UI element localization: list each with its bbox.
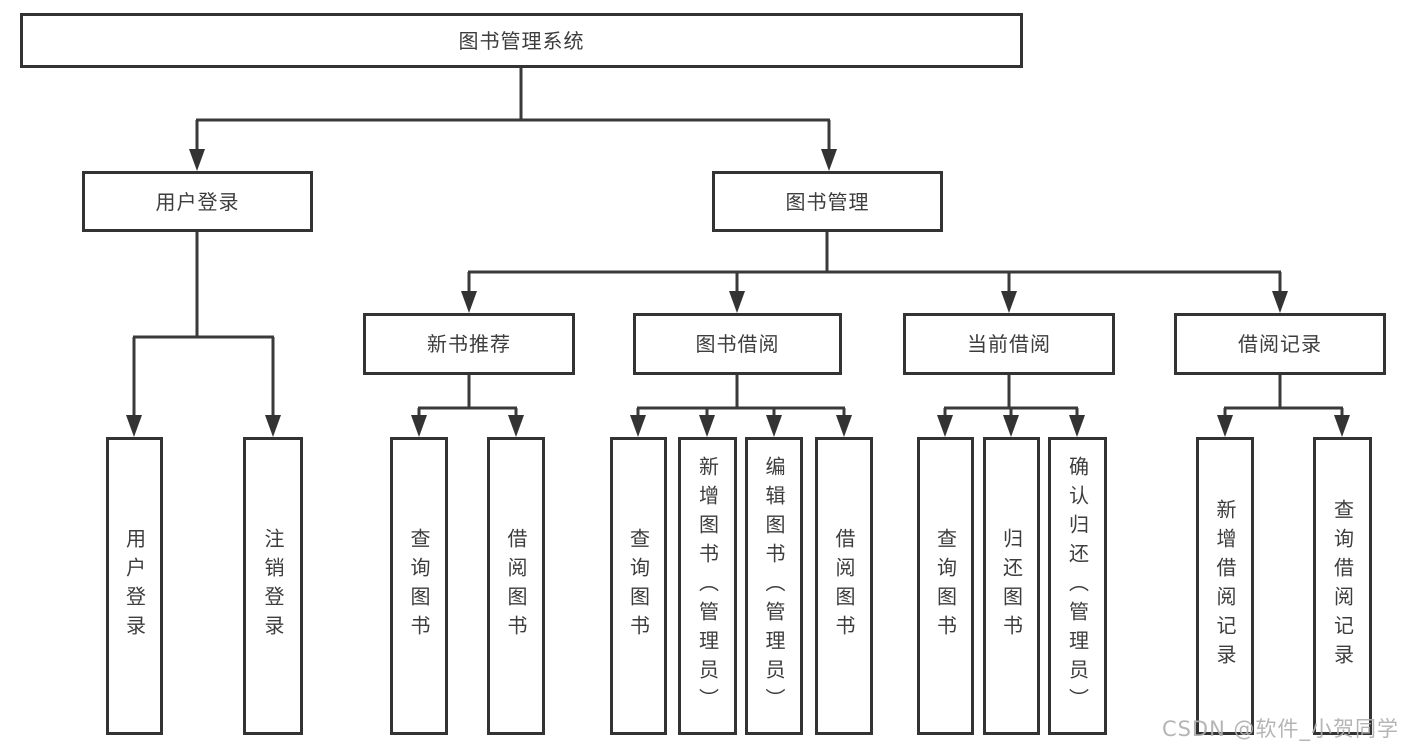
leaf-query-books-borrow: 查询图书 (610, 437, 667, 735)
leaf-user-login: 用户登录 (106, 437, 163, 735)
leaf-edit-books-admin: 编辑图书（管理员） (745, 437, 803, 735)
leaf-query-books-recommend: 查询图书 (390, 437, 448, 735)
leaf-return-books: 归还图书 (983, 437, 1040, 735)
node-label: 编辑图书（管理员） (762, 455, 786, 717)
node-label: 借阅图书 (832, 528, 856, 644)
leaf-logout: 注销登录 (243, 437, 303, 735)
node-label: 新增图书（管理员） (695, 455, 720, 717)
node-new-book-recommendation: 新书推荐 (363, 313, 575, 375)
leaf-query-borrow-record: 查询借阅记录 (1313, 437, 1372, 735)
node-label: 新增借阅记录 (1213, 499, 1237, 673)
node-label: 用户登录 (155, 189, 240, 214)
node-label: 当前借阅 (967, 332, 1051, 356)
leaf-add-borrow-record: 新增借阅记录 (1196, 437, 1254, 735)
node-book-management: 图书管理 (712, 171, 943, 232)
node-label: 确认归还（管理员） (1065, 455, 1090, 717)
leaf-borrow-books-recommend: 借阅图书 (487, 437, 545, 735)
node-label: 归还图书 (999, 528, 1024, 644)
leaf-query-books-current: 查询图书 (917, 437, 974, 735)
csdn-watermark: CSDN @软件_小贺同学 (1161, 717, 1399, 741)
node-label: 新书推荐 (427, 332, 511, 356)
leaf-borrow-books: 借阅图书 (815, 437, 873, 735)
node-root-system: 图书管理系统 (20, 13, 1023, 68)
node-current-borrowing: 当前借阅 (903, 313, 1115, 375)
arrowhead-icons (126, 149, 1350, 437)
node-book-borrowing: 图书借阅 (633, 313, 842, 375)
node-label: 图书管理系统 (458, 28, 585, 53)
node-label: 注销登录 (261, 528, 285, 644)
node-label: 查询图书 (933, 528, 958, 644)
node-label: 图书借阅 (695, 332, 780, 356)
node-label: 借阅图书 (504, 528, 528, 644)
node-label: 查询图书 (626, 528, 651, 644)
leaf-add-books-admin: 新增图书（管理员） (678, 437, 737, 735)
node-label: 图书管理 (785, 189, 870, 214)
node-label: 借阅记录 (1238, 332, 1322, 356)
node-label: 查询图书 (407, 528, 431, 644)
leaf-confirm-return-admin: 确认归还（管理员） (1048, 437, 1107, 735)
node-label: 查询借阅记录 (1330, 499, 1355, 673)
node-user-login: 用户登录 (82, 171, 313, 232)
node-borrowing-records: 借阅记录 (1174, 313, 1386, 375)
node-label: 用户登录 (122, 528, 147, 644)
